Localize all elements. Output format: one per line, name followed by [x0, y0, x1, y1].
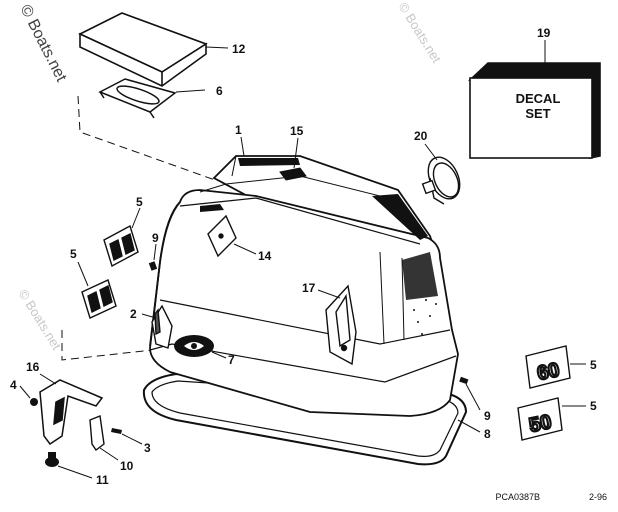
- part-screw-upper: [148, 261, 158, 271]
- leader-2: [141, 313, 157, 319]
- leader-5-b: [77, 261, 89, 287]
- revision-code: 2-96: [589, 492, 607, 502]
- leader-14: [233, 243, 257, 255]
- callout-8: 8: [484, 427, 491, 441]
- leader-17: [317, 289, 341, 299]
- part-logo-emblem: [174, 335, 214, 357]
- callout-5-a: 5: [136, 195, 143, 209]
- leader-6: [175, 89, 206, 93]
- callout-19: 19: [537, 26, 551, 40]
- callout-5-b: 5: [70, 247, 77, 261]
- cowling-shading: [200, 158, 438, 300]
- leader-9-b: [465, 383, 481, 411]
- part-screw-3: [111, 428, 122, 434]
- part-lower-seal: [142, 372, 468, 466]
- part-seal-plate: [98, 78, 177, 119]
- leader-15: [293, 137, 299, 169]
- part-decal-left-bottom: [81, 279, 117, 319]
- leader-4: [19, 385, 31, 399]
- callout-20: 20: [414, 129, 428, 143]
- leader-20: [424, 143, 438, 161]
- callout-7: 7: [228, 353, 235, 367]
- part-screw-4: [30, 398, 38, 406]
- leader-10: [99, 447, 119, 461]
- callout-4: 4: [10, 378, 17, 392]
- leader-11: [57, 465, 93, 479]
- leader-5-a: [131, 207, 141, 229]
- part-screw-lower: [459, 376, 469, 385]
- part-code: PCA0387B: [495, 492, 540, 502]
- callout-5-d: 5: [590, 399, 597, 413]
- watermark-left: © Boats.net: [15, 287, 64, 353]
- callout-9-a: 9: [152, 231, 159, 245]
- dashed-assembly-lines: [61, 95, 216, 361]
- callout-2: 2: [130, 307, 137, 321]
- callout-12: 12: [232, 42, 246, 56]
- leader-7: [211, 351, 227, 359]
- part-clip-10: [89, 415, 105, 452]
- part-decal-set-box: [468, 62, 601, 159]
- callout-6: 6: [216, 84, 223, 98]
- callout-11: 11: [96, 473, 109, 487]
- part-top-cover: [78, 12, 208, 87]
- callout-3: 3: [144, 441, 151, 455]
- leader-9-a: [153, 243, 157, 261]
- callout-16: 16: [26, 360, 40, 374]
- callout-15: 15: [290, 124, 304, 138]
- part-latch-handle: [325, 284, 357, 366]
- callout-14: 14: [258, 249, 272, 263]
- leader-12: [205, 46, 229, 49]
- part-decal-left-top: [103, 224, 139, 268]
- callout-5-c: 5: [590, 358, 597, 372]
- decal-label-line-1: DECAL: [516, 91, 561, 106]
- part-latch-bracket: [207, 214, 237, 258]
- part-lower-bracket: [39, 379, 104, 446]
- watermark-top-left: © Boats.net: [16, 2, 69, 85]
- part-decal-badge-60: 60: [525, 345, 571, 389]
- callout-1: 1: [235, 123, 242, 137]
- leader-16: [39, 373, 57, 385]
- part-side-insert: [151, 304, 173, 349]
- callout-9-b: 9: [484, 409, 491, 423]
- cowling-rivets: [413, 299, 437, 335]
- leader-1: [240, 136, 245, 157]
- part-wire-harness: [421, 156, 461, 205]
- part-decal-badge-50: 50: [517, 397, 563, 441]
- badge-60-text: 60: [535, 359, 561, 385]
- callout-17: 17: [302, 281, 316, 295]
- leader-8: [457, 419, 481, 433]
- callout-10: 10: [120, 459, 134, 473]
- watermark-top-right: © Boats.net: [395, 0, 444, 66]
- badge-50-text: 50: [527, 411, 553, 437]
- part-grommet-11: [45, 452, 59, 467]
- leader-3: [121, 433, 143, 445]
- part-top-latch: [279, 167, 307, 181]
- decal-label-line-2: SET: [525, 106, 550, 121]
